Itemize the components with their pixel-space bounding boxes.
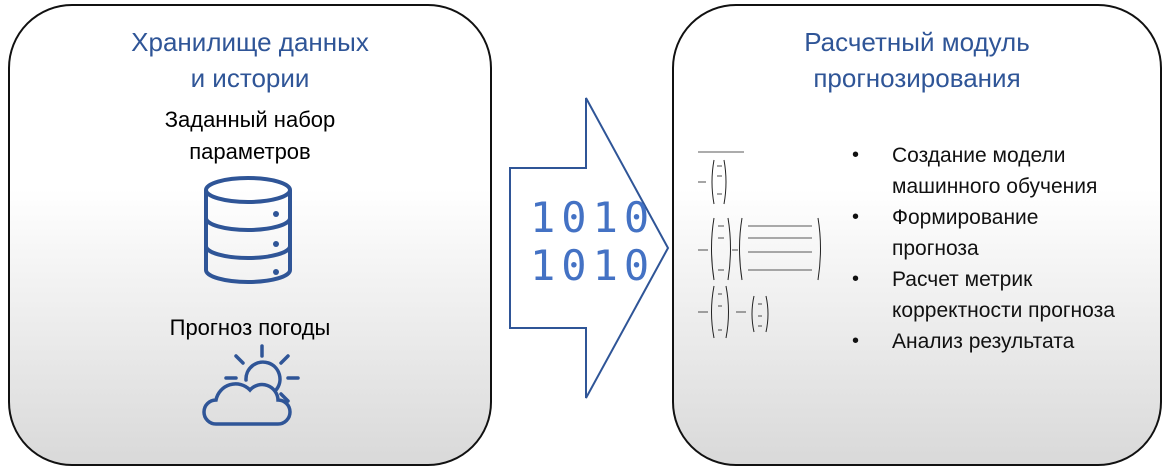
data-storage-panel: Хранилище данных и истории Заданный набо… [8, 4, 492, 466]
binary-digits-row2: 1010 [530, 241, 656, 290]
feature-metrics-line1: Расчет метрик [892, 268, 1033, 291]
module-title-line2: прогнозирования [813, 63, 1021, 93]
sun-cloud-icon [202, 344, 300, 426]
feature-forecast-line2: прогноза [892, 237, 979, 260]
dataset-label-line1: Заданный набор [164, 107, 336, 132]
weather-forecast-label: Прогноз погоды [169, 315, 331, 340]
feature-model-line1: Создание модели [892, 144, 1066, 167]
feature-item-analysis: Анализ результата [852, 326, 1152, 357]
feature-model-line2: машинного обучения [892, 175, 1098, 198]
feature-forecast-line1: Формирование [892, 206, 1039, 229]
forecast-module-panel: Расчетный модуль прогнозирования [672, 4, 1162, 466]
database-icon [204, 176, 292, 284]
binary-digits-row1: 1010 [530, 193, 656, 242]
feature-item-metrics: Расчет метрик корректности прогноза [852, 264, 1152, 326]
module-title-line1: Расчетный модуль [804, 27, 1030, 57]
dataset-label-line2: параметров [189, 139, 311, 164]
feature-analysis-line1: Анализ результата [892, 330, 1075, 353]
storage-title-line2: и истории [190, 63, 310, 93]
flow-arrow [509, 97, 670, 399]
module-features-list: Создание модели машинного обучения Форми… [852, 140, 1152, 357]
regression-matrix-formula [698, 151, 821, 339]
storage-title-line1: Хранилище данных [131, 27, 369, 57]
feature-item-forecast: Формирование прогноза [852, 202, 1152, 264]
feature-item-model: Создание модели машинного обучения [852, 140, 1152, 202]
feature-metrics-line2: корректности прогноза [892, 299, 1115, 322]
